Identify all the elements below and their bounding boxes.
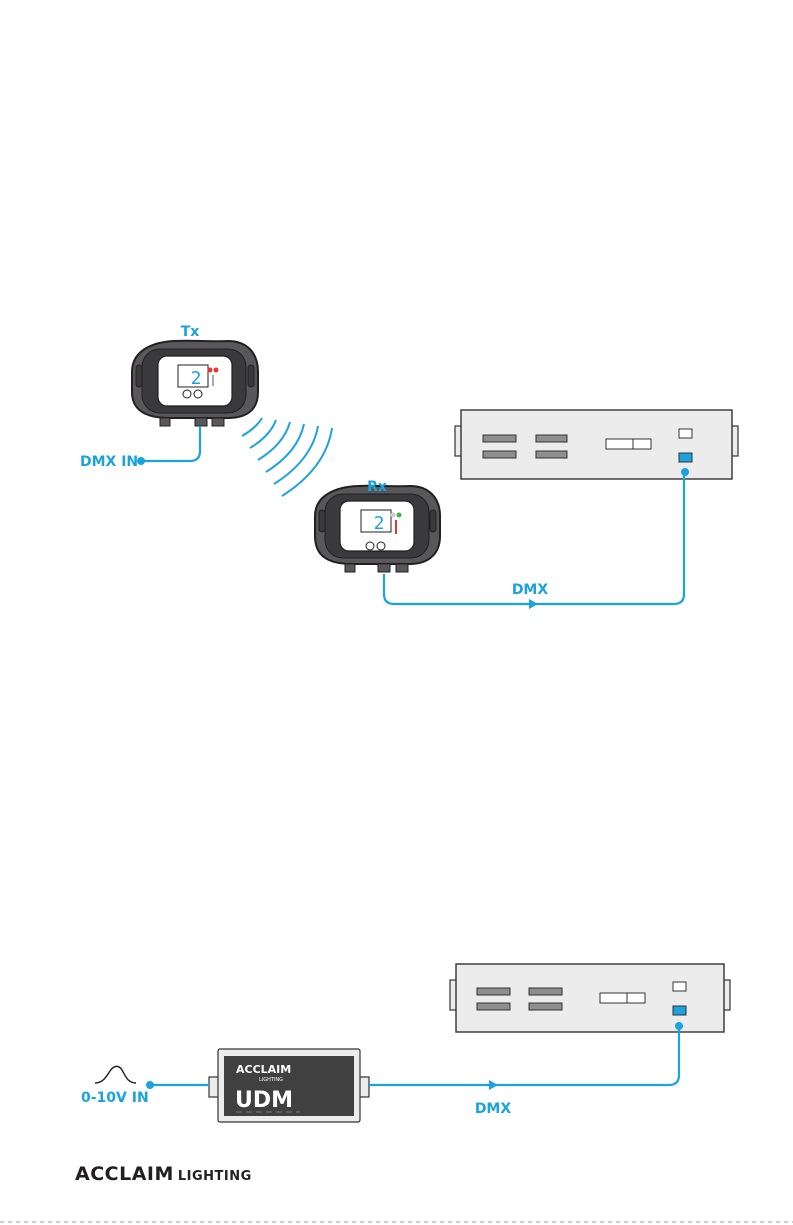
wireless-signal-icon (242, 418, 332, 496)
footer-logo: ACCLAIM LIGHTING (75, 1163, 252, 1185)
dmx-out-connector-bottom-icon (675, 1022, 683, 1030)
tx-transceiver: 2 (132, 341, 258, 426)
footer-brand-sub: LIGHTING (178, 1169, 252, 1184)
tx-display-digit: 2 (191, 368, 202, 389)
rx-display-digit: 2 (374, 513, 385, 534)
rx-label: Rx (367, 479, 387, 495)
udm-brand-sub: LIGHTING (259, 1077, 283, 1083)
dmx-label-top: DMX (512, 582, 549, 598)
dmx-in-cable (141, 426, 200, 461)
udm-converter: ACCLAIM LIGHTING UDM (209, 1049, 369, 1122)
analog-wave-icon (95, 1066, 136, 1083)
rack-fixture-bottom (450, 964, 730, 1032)
dmx-label-bottom: DMX (475, 1101, 512, 1117)
footer-brand: ACCLAIM (75, 1163, 174, 1185)
udm-brand: ACCLAIM (236, 1063, 291, 1076)
udm-model: UDM (235, 1088, 293, 1113)
tx-label: Tx (181, 324, 200, 340)
analog-in-connector-icon (146, 1081, 154, 1089)
dmx-in-label: DMX IN (80, 454, 138, 470)
analog-in-label: 0-10V IN (81, 1090, 149, 1106)
dmx-out-connector-icon (681, 468, 689, 476)
dmx-in-connector-icon (137, 457, 145, 465)
arrow-right-bottom-icon (489, 1080, 498, 1090)
dmx-cable-bottom (369, 1026, 679, 1085)
rx-transceiver: 2 (315, 486, 440, 572)
arrow-right-icon (529, 599, 538, 609)
rack-fixture-top (455, 410, 738, 479)
